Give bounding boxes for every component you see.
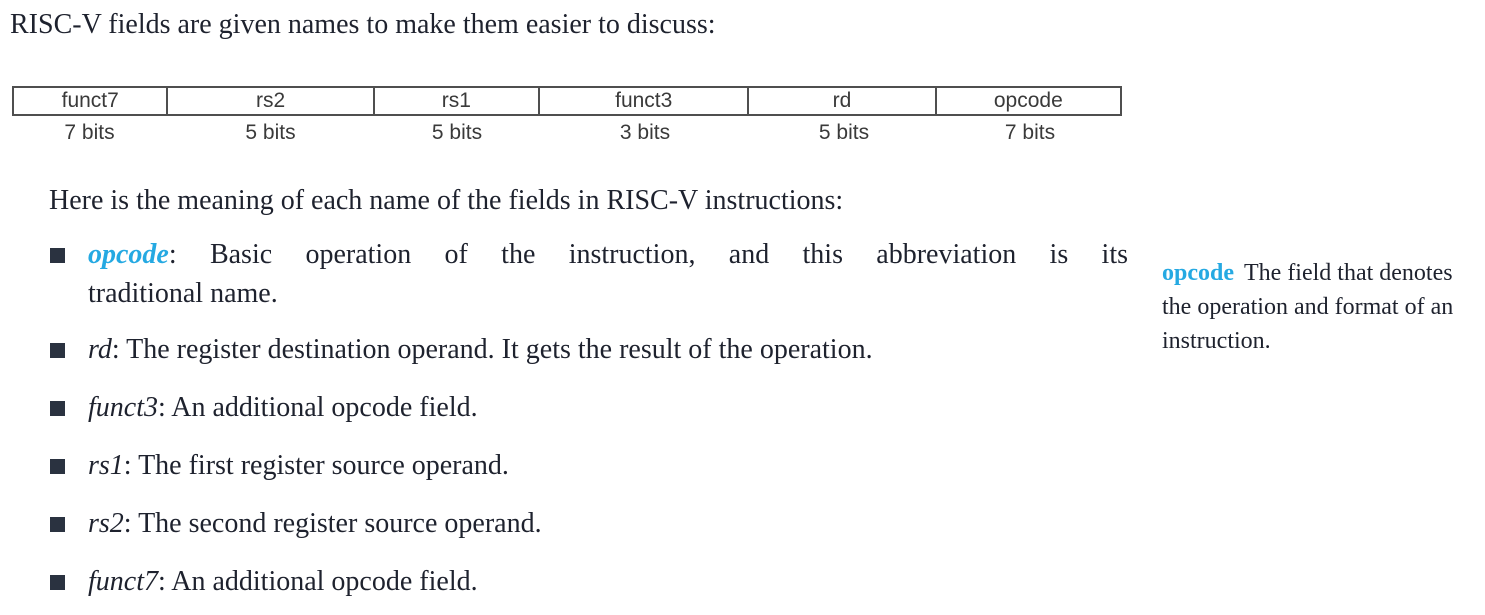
field-cell-rs2: rs2 [168, 88, 375, 114]
field-term-opcode: opcode [88, 239, 169, 270]
square-bullet-icon [50, 401, 65, 416]
bits-label-opcode: 7 bits [1004, 121, 1056, 144]
list-item-line2: traditional name. [88, 278, 278, 309]
field-cell-funct3: funct3 [540, 88, 750, 114]
list-item-opcode: opcode: Basic operation of the instructi… [50, 235, 1128, 313]
field-cell-rs1: rs1 [375, 88, 541, 114]
list-item-text: : An additional opcode field. [158, 392, 478, 423]
intro-paragraph: RISC-V fields are given names to make th… [10, 9, 716, 40]
field-term-funct3: funct3 [88, 392, 158, 423]
field-bits-row: 7 bits 5 bits 5 bits 3 bits 5 bits 7 bit… [12, 121, 1122, 145]
square-bullet-icon [50, 248, 65, 263]
bits-label-funct7: 7 bits [64, 121, 115, 144]
list-item-rd: rd: The register destination operand. It… [50, 330, 1128, 369]
meaning-paragraph: Here is the meaning of each name of the … [49, 185, 844, 216]
bits-label-rs2: 5 bits [245, 121, 296, 144]
list-item-rs2: rs2: The second register source operand. [50, 504, 1128, 543]
field-term-rs2: rs2 [88, 508, 124, 539]
field-term-rs1: rs1 [88, 450, 124, 481]
bits-label-funct3: 3 bits [619, 121, 671, 144]
list-item-body: funct3: An additional opcode field. [88, 388, 1128, 427]
bits-label-rs1: 5 bits [431, 121, 483, 144]
list-item-text: : Basic operation of the instruction, an… [168, 239, 1128, 270]
bits-label-rd: 5 bits [818, 121, 870, 144]
square-bullet-icon [50, 575, 65, 590]
square-bullet-icon [50, 459, 65, 474]
list-item-text: : An additional opcode field. [158, 566, 478, 597]
field-cell-rd: rd [749, 88, 937, 114]
field-term-rd: rd [88, 334, 112, 365]
list-item-text: : The first register source operand. [123, 450, 509, 481]
field-cell-opcode: opcode [993, 89, 1063, 112]
list-item-rs1: rs1: The first register source operand. [50, 446, 1128, 485]
field-term-funct7: funct7 [88, 566, 158, 597]
square-bullet-icon [50, 517, 65, 532]
margin-note-definition: The field that denotes the operation and… [1162, 260, 1454, 354]
margin-note-term: opcode [1162, 260, 1234, 286]
list-item-body: opcode: Basic operation of the instructi… [88, 235, 1128, 313]
list-item-body: funct7: An additional opcode field. [88, 562, 1128, 601]
field-cell-funct7: funct7 [14, 88, 169, 114]
list-item-text: : The register destination operand. It g… [111, 334, 873, 365]
list-item-body: rd: The register destination operand. It… [88, 330, 1128, 369]
list-item-body: rs1: The first register source operand. [88, 446, 1128, 485]
list-item-text: : The second register source operand. [123, 508, 542, 539]
square-bullet-icon [50, 343, 65, 358]
list-item-body: rs2: The second register source operand. [88, 504, 1128, 543]
list-item-line1: opcode: Basic operation of the instructi… [88, 235, 1128, 274]
list-item-funct7: funct7: An additional opcode field. [50, 562, 1128, 601]
list-item-funct3: funct3: An additional opcode field. [50, 388, 1128, 427]
instruction-format-table: funct7 rs2 rs1 funct3 rd opcode [12, 86, 1122, 116]
